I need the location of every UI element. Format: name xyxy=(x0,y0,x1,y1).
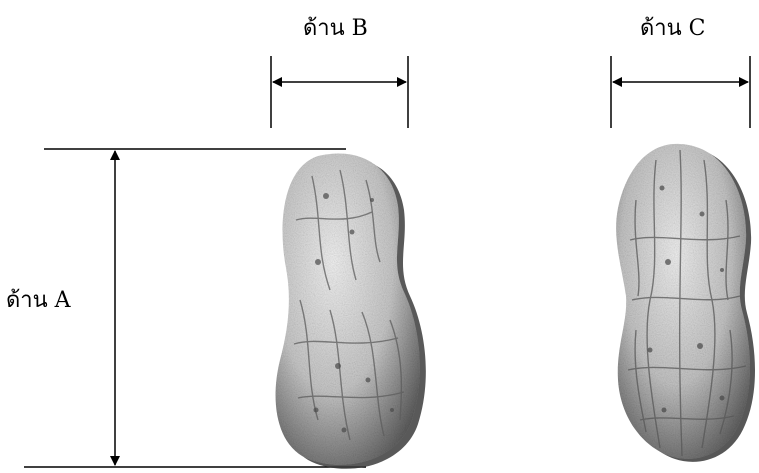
side-c-label: ด้าน C xyxy=(640,18,706,40)
side-a-label: ด้าน A xyxy=(6,290,71,312)
peanut-front-shell xyxy=(616,144,750,459)
peanut-side-view xyxy=(276,153,426,468)
dimension-b xyxy=(271,56,408,128)
peanut-front-view xyxy=(616,144,755,462)
side-b-label: ด้าน B xyxy=(303,18,368,40)
dimension-c xyxy=(611,56,750,128)
